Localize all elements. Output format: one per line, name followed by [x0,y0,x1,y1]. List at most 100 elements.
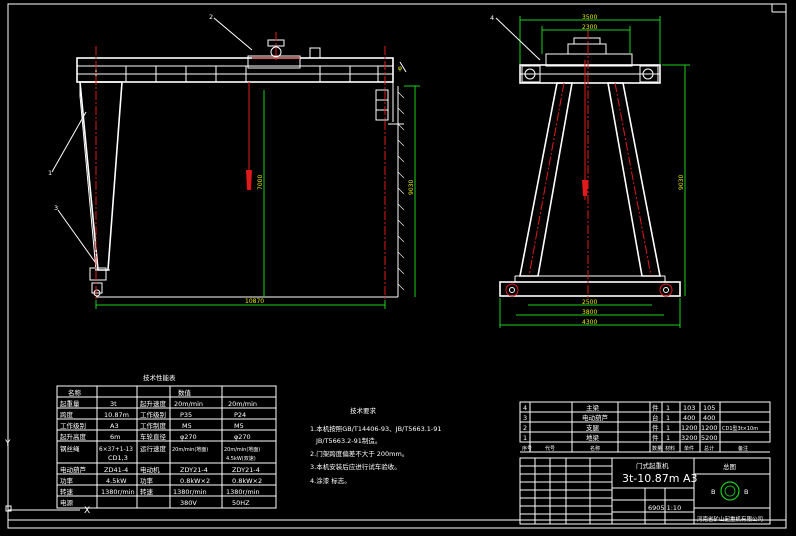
svg-text:X: X [84,506,90,516]
svg-text:运行速度: 运行速度 [140,444,167,453]
svg-text:跨度: 跨度 [60,410,74,419]
callout-2-leader [213,17,253,51]
svg-text:CD1,3: CD1,3 [108,454,128,462]
side-trolley [567,43,607,55]
svg-text:4.涂漆 标志。: 4.涂漆 标志。 [310,476,351,485]
svg-text:50HZ: 50HZ [232,499,250,507]
svg-text:6m: 6m [110,433,120,441]
svg-text:起重量: 起重量 [60,400,80,408]
left-wheel-box [89,267,107,281]
svg-text:φ270: φ270 [234,433,251,441]
svg-text:电动机: 电动机 [140,465,160,474]
svg-text:主梁: 主梁 [586,403,600,412]
svg-text:M5: M5 [182,422,192,430]
svg-text:5200: 5200 [701,434,718,442]
svg-text:4: 4 [523,404,527,412]
svg-text:1380r/min: 1380r/min [173,488,207,496]
svg-text:3.本机安装后应进行试车验收。: 3.本机安装后应进行试车验收。 [310,462,401,471]
svg-text:工作制度: 工作制度 [140,421,167,430]
svg-text:20m/min(地面): 20m/min(地面) [172,446,208,453]
svg-text:ZDY21-4: ZDY21-4 [232,466,260,474]
svg-text:2.门架跨度偏差不大于 200mm。: 2.门架跨度偏差不大于 200mm。 [310,449,408,458]
side-left-wheel [505,283,519,297]
side-ground-beam [499,281,681,297]
drawing-border [7,3,787,529]
svg-text:材料: 材料 [665,445,675,452]
svg-text:功率: 功率 [140,476,154,485]
dim-side-height: 9030 [678,175,685,190]
title-block: 门式起重机 3t-10.87m A3 6905 1:10 总图 B B 河南省矿… [519,457,771,525]
svg-text:400: 400 [703,414,715,422]
callout-1: 1 [48,169,52,177]
svg-text:φ: φ [398,65,402,72]
svg-text:ZDY21-4: ZDY21-4 [180,466,208,474]
svg-text:电源: 电源 [60,498,74,507]
operator-cab [375,89,389,121]
side-view: 3500 2300 2500 3800 4300 9030 4 [490,14,690,328]
callout-4-leader [495,17,541,61]
dim-front-span: 10870 [245,298,264,305]
svg-text:车轮直径: 车轮直径 [140,432,167,441]
callout-1-leader [51,111,87,173]
svg-text:3: 3 [523,414,527,422]
company-logo: B B [711,481,748,501]
svg-text:2: 2 [523,424,527,432]
svg-text:B: B [744,488,748,496]
svg-text:单件: 单件 [684,445,694,452]
callout-3: 3 [54,204,58,212]
callout-3-leader [57,209,96,263]
dim-side-top-outer: 3500 [582,14,597,21]
svg-text:工作级别: 工作级别 [60,421,86,430]
svg-text:6×37+1-13: 6×37+1-13 [99,447,133,453]
svg-text:工作级别: 工作级别 [140,410,166,419]
tech-notes-title: 技术要求 [350,406,377,415]
svg-text:1: 1 [666,424,670,432]
sheet-label: 总图 [723,462,736,471]
svg-text:支腿: 支腿 [586,423,600,432]
hook-block [246,170,252,190]
svg-text:B: B [711,488,715,496]
scale-weight: 6905 1:10 [648,504,681,512]
svg-text:电动葫芦: 电动葫芦 [582,413,609,422]
svg-text:4.5kW: 4.5kW [106,477,127,485]
dim-side-bottom-1: 2500 [582,299,597,306]
svg-text:1: 1 [666,434,670,442]
svg-text:总计: 总计 [704,445,714,452]
svg-text:105: 105 [703,404,715,412]
svg-text:400: 400 [683,414,695,422]
dim-side-bottom-2: 3800 [582,309,597,316]
svg-text:名称: 名称 [590,445,600,452]
svg-text:起升高度: 起升高度 [60,432,87,441]
svg-text:CD1型3t×10m: CD1型3t×10m [722,425,758,432]
svg-text:4.5kW(双速): 4.5kW(双速) [226,456,256,462]
svg-text:3t: 3t [110,400,117,408]
svg-text:地梁: 地梁 [586,433,600,442]
dim-front-height-outer: 9030 [408,180,415,195]
svg-text:M5: M5 [234,422,244,430]
svg-text:1380r/min: 1380r/min [226,488,260,496]
svg-text:1: 1 [523,434,527,442]
drawing-title: 3t-10.87m A3 [622,472,698,485]
svg-text:A3: A3 [110,422,119,430]
svg-text:台: 台 [652,413,659,422]
svg-text:1.本机按照GB/T14406-93、JB/T5663.1-: 1.本机按照GB/T14406-93、JB/T5663.1-91 [310,424,442,433]
svg-text:10.87m: 10.87m [104,411,129,419]
dim-front-height-inner: 7000 [257,175,264,190]
side-right-leg [607,82,661,277]
svg-text:P24: P24 [234,411,246,419]
svg-text:件: 件 [652,423,659,432]
svg-text:转速: 转速 [140,487,154,496]
title-label-name: 门式起重机 [636,461,669,470]
svg-text:20m/min(地面): 20m/min(地面) [224,446,260,453]
svg-text:电动葫芦: 电动葫芦 [60,465,87,474]
svg-text:名称: 名称 [68,388,82,397]
params-table-title: 技术性能表 [143,373,176,382]
svg-text:钢丝绳: 钢丝绳 [60,444,80,453]
svg-text:20m/min: 20m/min [174,400,203,408]
callout-4: 4 [490,14,494,22]
svg-text:功率: 功率 [60,476,74,485]
svg-text:ZD41-4: ZD41-4 [104,466,128,474]
svg-text:0.8kW×2: 0.8kW×2 [180,477,210,485]
svg-text:20m/min: 20m/min [228,400,257,408]
